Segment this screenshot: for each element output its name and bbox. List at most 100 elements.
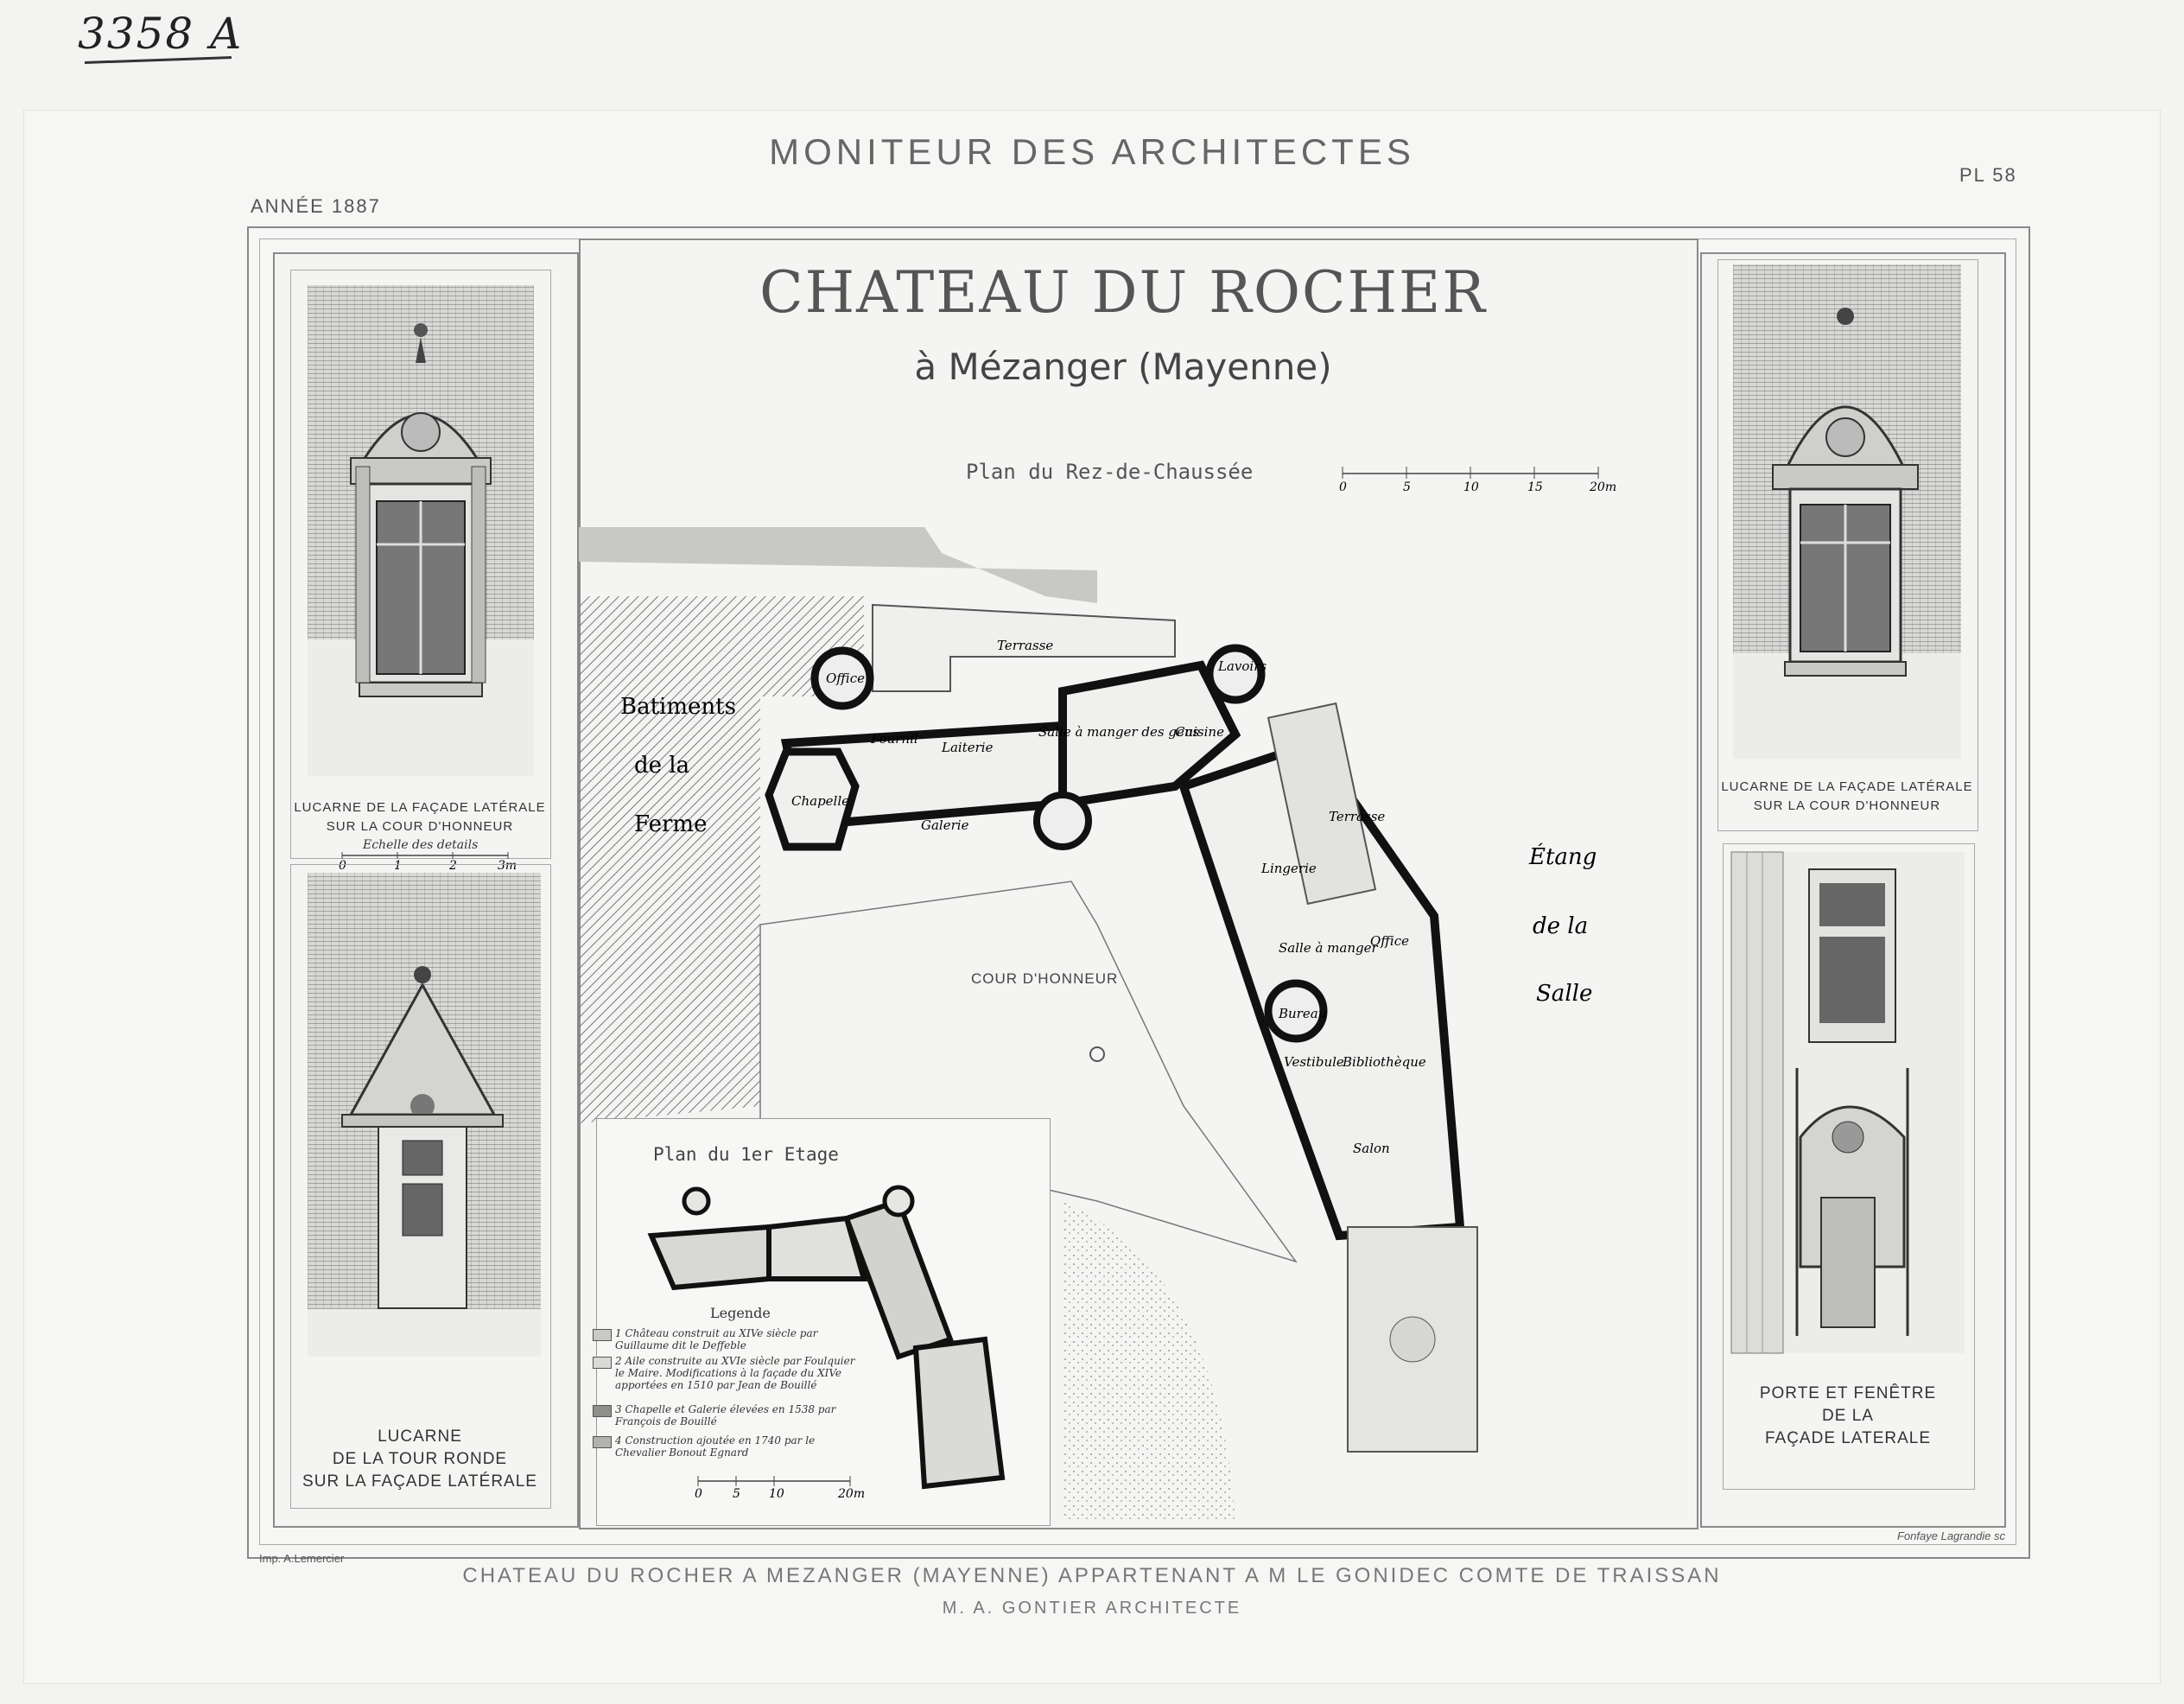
left-top-caption-1: LUCARNE DE LA FAÇADE LATÉRALE bbox=[294, 800, 546, 815]
left-bottom-caption-3: SUR LA FAÇADE LATÉRALE bbox=[302, 1472, 537, 1491]
office-tower bbox=[810, 646, 874, 710]
legend-swatch-2 bbox=[593, 1357, 612, 1369]
label-terrasse-side: Terrasse bbox=[1329, 809, 1385, 824]
legend-text-3: 3 Chapelle et Galerie élevées en 1538 pa… bbox=[615, 1403, 836, 1427]
legend-item-4: 4 Construction ajoutée en 1740 par le Ch… bbox=[593, 1434, 866, 1459]
dormer-window-engraving bbox=[308, 285, 534, 776]
label-salle-manger: Salle à manger bbox=[1279, 940, 1378, 956]
left-top-panel bbox=[290, 270, 551, 859]
label-cuisine: Cuisine bbox=[1175, 724, 1224, 740]
ground-scale-tick-0: 0 bbox=[1339, 480, 1347, 494]
label-galerie: Galerie bbox=[921, 817, 969, 833]
ground-scale-tick-5: 5 bbox=[1403, 480, 1411, 494]
side-terrace-garden bbox=[1267, 702, 1377, 906]
label-office-top: Office bbox=[826, 671, 865, 686]
right-bottom-caption-2: DE LA bbox=[1822, 1407, 1874, 1425]
right-dormer-drawing bbox=[1733, 308, 1961, 759]
details-scale-bar: 0 1 2 3m bbox=[339, 852, 517, 873]
label-chapelle: Chapelle bbox=[791, 793, 849, 809]
label-office-side: Office bbox=[1370, 933, 1409, 949]
plate-frame bbox=[247, 226, 2030, 1559]
details-scale-tick-0: 0 bbox=[339, 859, 346, 873]
rocky-terrain bbox=[579, 527, 1097, 603]
right-bottom-panel bbox=[1723, 843, 1975, 1490]
floor-scale-tick-5: 5 bbox=[733, 1487, 740, 1501]
label-etang-de-la: de la bbox=[1533, 913, 1588, 939]
ground-plan-scale-bar: 0 5 10 15 20m bbox=[1339, 467, 1616, 494]
details-scale-tick-1: 1 bbox=[394, 859, 402, 873]
left-bottom-caption-2: DE LA TOUR RONDE bbox=[332, 1450, 508, 1468]
legend-swatch-1 bbox=[593, 1329, 612, 1341]
stair-tower bbox=[1033, 792, 1092, 850]
dormer-window-drawing bbox=[308, 323, 534, 776]
label-laiterie: Laiterie bbox=[941, 740, 994, 755]
left-top-caption-2: SUR LA COUR D'HONNEUR bbox=[326, 819, 514, 834]
label-salon: Salon bbox=[1353, 1141, 1390, 1156]
right-bottom-caption-1: PORTE ET FENÊTRE bbox=[1759, 1384, 1937, 1402]
label-lavoirs: Lavoirs bbox=[1217, 658, 1267, 674]
label-lingerie: Lingerie bbox=[1260, 861, 1317, 876]
right-top-caption-2: SUR LA COUR D'HONNEUR bbox=[1753, 798, 1941, 813]
label-batiments: Batiments bbox=[620, 694, 736, 720]
label-fournil: Fournil bbox=[870, 731, 918, 747]
details-scale-tick-2: 2 bbox=[448, 859, 457, 873]
pond-stipple bbox=[1063, 1201, 1235, 1521]
ground-floor-plan: Terrasse Office Lavoirs Fournil Laiterie… bbox=[579, 527, 1597, 1521]
legend-text-4: 4 Construction ajoutée en 1740 par le Ch… bbox=[615, 1434, 816, 1459]
floor-scale-tick-0: 0 bbox=[695, 1487, 702, 1501]
bureau-tower bbox=[1264, 979, 1328, 1043]
ground-scale-tick-20: 20m bbox=[1589, 480, 1616, 494]
plate-number: PL 58 bbox=[1959, 164, 2017, 186]
terrasse-area bbox=[872, 603, 1176, 692]
label-de-la-ferme-1: de la bbox=[634, 753, 689, 779]
door-window-engraving bbox=[1730, 851, 1965, 1354]
courtyard-well bbox=[1089, 1046, 1105, 1062]
label-salle-gens: Salle à manger des gens bbox=[1038, 724, 1199, 740]
legend-swatch-3 bbox=[593, 1405, 612, 1417]
right-top-caption-1: LUCARNE DE LA FAÇADE LATÉRALE bbox=[1721, 779, 1973, 794]
ground-scale-tick-10: 10 bbox=[1463, 480, 1479, 494]
footer-architect: M. A. GONTIER ARCHITECTE bbox=[942, 1599, 1242, 1618]
label-etang-salle: Salle bbox=[1536, 981, 1592, 1007]
legend-item-2: 2 Aile construite au XVIe siècle par Fou… bbox=[593, 1355, 866, 1391]
label-terrasse-top: Terrasse bbox=[997, 638, 1053, 653]
chapelle-building bbox=[765, 747, 860, 851]
journal-title: MONITEUR DES ARCHITECTES bbox=[769, 131, 1415, 172]
legend-title: Legende bbox=[710, 1305, 771, 1321]
farm-buildings-hatch bbox=[579, 596, 864, 1123]
ground-plan-label: Plan du Rez-de-Chaussée bbox=[966, 460, 1254, 484]
ground-scale-tick-15: 15 bbox=[1527, 480, 1543, 494]
first-floor-label: Plan du 1er Etage bbox=[653, 1144, 839, 1165]
left-bottom-panel bbox=[290, 864, 551, 1509]
first-floor-plan bbox=[647, 1185, 1006, 1490]
left-bottom-caption-1: LUCARNE bbox=[378, 1427, 462, 1446]
right-bottom-caption-3: FAÇADE LATERALE bbox=[1764, 1429, 1932, 1447]
label-etang: Étang bbox=[1528, 842, 1597, 870]
printer-credit: Imp. A.Lemercier bbox=[259, 1552, 345, 1565]
legend-text-2: 2 Aile construite au XVIe siècle par Fou… bbox=[615, 1355, 855, 1391]
tower-dormer-engraving bbox=[308, 873, 541, 1357]
plate-title: CHATEAU DU ROCHER bbox=[759, 259, 1487, 326]
plate-subtitle: à Mézanger (Mayenne) bbox=[914, 346, 1332, 388]
legend-item-3: 3 Chapelle et Galerie élevées en 1538 pa… bbox=[593, 1403, 866, 1427]
first-floor-scale-bar: 0 5 10 20m bbox=[695, 1476, 865, 1501]
footer-description: CHATEAU DU ROCHER A MEZANGER (MAYENNE) A… bbox=[462, 1564, 1722, 1587]
label-bibliotheque: Bibliothèque bbox=[1342, 1054, 1426, 1070]
floor-scale-tick-10: 10 bbox=[769, 1487, 784, 1501]
legend-text-1: 1 Château construit au XIVe siècle par G… bbox=[615, 1327, 818, 1351]
label-vestibule: Vestibule bbox=[1284, 1054, 1344, 1070]
legend-item-1: 1 Château construit au XIVe siècle par G… bbox=[593, 1327, 866, 1351]
year-label: ANNÉE 1887 bbox=[251, 195, 381, 217]
legend-swatch-4 bbox=[593, 1436, 612, 1448]
engraver-credit: Fonfaye Lagrandie sc bbox=[1897, 1529, 2006, 1542]
right-dormer-engraving bbox=[1733, 264, 1961, 759]
garden-fountain bbox=[1389, 1316, 1436, 1363]
door-window-drawing bbox=[1730, 851, 1909, 1354]
details-scale-tick-3: 3m bbox=[498, 859, 517, 873]
right-top-panel bbox=[1717, 259, 1978, 831]
handwritten-reference: 3358 A bbox=[78, 9, 244, 59]
details-scale-label: Echelle des details bbox=[363, 838, 479, 852]
label-ferme: Ferme bbox=[634, 811, 707, 837]
kitchen-wing bbox=[1058, 660, 1241, 809]
label-cour-honneur: COUR D'HONNEUR bbox=[971, 970, 1118, 987]
